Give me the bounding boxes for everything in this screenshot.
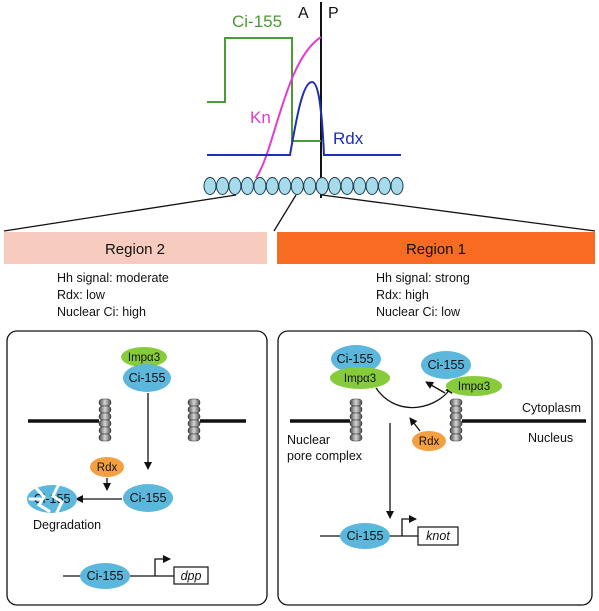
cell-7 bbox=[278, 177, 292, 195]
region-1-header: Region 1 Hh signal: strong Rdx: high Nuc… bbox=[277, 232, 595, 319]
nuclear-pore-complex-right bbox=[187, 398, 201, 442]
cell-1 bbox=[203, 177, 217, 195]
ci-155-nuclear-protein bbox=[123, 484, 173, 512]
ci-155-profile-line bbox=[207, 37, 321, 142]
impa3-exported-protein bbox=[446, 376, 502, 396]
cell-2 bbox=[216, 177, 229, 195]
region-1-panel-frame bbox=[277, 330, 593, 606]
cell-6 bbox=[265, 177, 279, 195]
rdx-label: Rdx bbox=[97, 462, 118, 474]
ci-155-import-protein bbox=[331, 345, 381, 373]
degradation-label: Degradation bbox=[33, 518, 101, 532]
ci-155-dna-bound-protein bbox=[80, 563, 130, 589]
rdx-label-r: Rdx bbox=[419, 436, 440, 448]
rdx-protein-r bbox=[412, 431, 446, 451]
ci-155-import-label: Ci-155 bbox=[337, 352, 374, 366]
cell-4 bbox=[240, 177, 254, 195]
impa3-protein bbox=[121, 347, 167, 367]
cell-9 bbox=[303, 177, 317, 195]
region-1-info-rdx: Rdx: high bbox=[376, 288, 429, 302]
cell-12 bbox=[340, 177, 354, 195]
rdx-protein bbox=[90, 457, 124, 477]
kn-profile-label: Kn bbox=[250, 108, 271, 127]
region-2-panel-frame bbox=[6, 330, 268, 606]
region-1-info-ci: Nuclear Ci: low bbox=[376, 305, 461, 319]
kn-profile-line bbox=[255, 36, 322, 179]
region-2-header: Region 2 Hh signal: moderate Rdx: low Nu… bbox=[4, 232, 267, 319]
knot-gene-label: knot bbox=[426, 529, 450, 543]
cell-10 bbox=[315, 177, 329, 195]
rdx-to-export-arrow bbox=[409, 417, 421, 432]
zoom-line-middle bbox=[273, 194, 297, 232]
dpp-gene-box bbox=[173, 566, 209, 585]
cell-16 bbox=[390, 177, 404, 195]
expression-profile: A P Ci-155 Kn Rdx bbox=[3, 2, 596, 232]
epithelial-cell-row bbox=[203, 177, 404, 195]
impa3-label: Impα3 bbox=[128, 352, 160, 364]
knot-gene-box bbox=[417, 526, 459, 546]
cell-15 bbox=[378, 177, 391, 195]
nuclear-pore-complex-left bbox=[98, 398, 112, 442]
nucleus-label: Nucleus bbox=[528, 431, 573, 445]
ci-155-cytoplasmic-protein bbox=[123, 364, 171, 392]
rdx-profile-line bbox=[207, 80, 401, 156]
cell-5 bbox=[253, 177, 267, 195]
cell-3 bbox=[228, 177, 242, 195]
region-2-panel: Impα3 Ci-155 Rdx Ci-155 Ci-155 Degradati… bbox=[6, 330, 268, 606]
cytoplasm-label: Cytoplasm bbox=[522, 401, 581, 415]
npc-label-line2: pore complex bbox=[287, 449, 363, 463]
cell-14 bbox=[365, 177, 379, 195]
export-arrow-top bbox=[425, 381, 446, 394]
ci-155-nuclear-label: Ci-155 bbox=[130, 491, 167, 505]
impa3-import-protein bbox=[330, 367, 390, 389]
nuclear-pore-complex-r1 bbox=[349, 398, 363, 442]
region-1-band bbox=[277, 232, 595, 264]
region-2-title: Region 2 bbox=[105, 241, 165, 258]
zoom-line-left bbox=[3, 194, 237, 232]
cell-13 bbox=[353, 177, 367, 195]
region-2-info-rdx: Rdx: low bbox=[57, 288, 106, 302]
cell-11 bbox=[328, 177, 342, 195]
rdx-profile-label: Rdx bbox=[333, 129, 364, 148]
cell-8 bbox=[290, 177, 304, 195]
posterior-label: P bbox=[328, 5, 339, 22]
ci-155-dna-bound-protein-r bbox=[340, 523, 390, 549]
transcription-start-arrow-left bbox=[154, 555, 171, 576]
npc-label-line1: Nuclear bbox=[287, 433, 330, 447]
region-1-info-hh: Hh signal: strong bbox=[376, 271, 470, 285]
zoom-line-right bbox=[321, 194, 596, 232]
ci-155-exported-label: Ci-155 bbox=[428, 358, 465, 372]
impa3-exported-label: Impα3 bbox=[458, 381, 490, 393]
region-2-info-hh: Hh signal: moderate bbox=[57, 271, 169, 285]
anterior-label: A bbox=[298, 5, 309, 22]
nuclear-pore-complex-r2 bbox=[449, 398, 463, 442]
dpp-gene-label: dpp bbox=[181, 569, 202, 583]
region-1-title: Region 1 bbox=[406, 241, 466, 258]
ci-155-dna-bound-label-r: Ci-155 bbox=[347, 529, 384, 543]
region-2-band bbox=[4, 232, 267, 264]
ci-155-dna-bound-label: Ci-155 bbox=[87, 569, 124, 583]
impa3-import-label: Impα3 bbox=[344, 373, 376, 385]
ci-155-cytoplasmic-label: Ci-155 bbox=[129, 371, 166, 385]
region-1-panel: Ci-155 Impα3 Ci-155 Impα3 Cytoplasm Nucl… bbox=[277, 330, 593, 606]
degradation-crack-mark bbox=[28, 484, 64, 514]
transcription-start-arrow-right bbox=[401, 515, 417, 536]
export-curve-arrow bbox=[375, 385, 453, 409]
ci-155-exported-protein bbox=[421, 351, 471, 379]
region-2-info-ci: Nuclear Ci: high bbox=[57, 305, 146, 319]
ci-155-profile-label: Ci-155 bbox=[232, 12, 282, 31]
